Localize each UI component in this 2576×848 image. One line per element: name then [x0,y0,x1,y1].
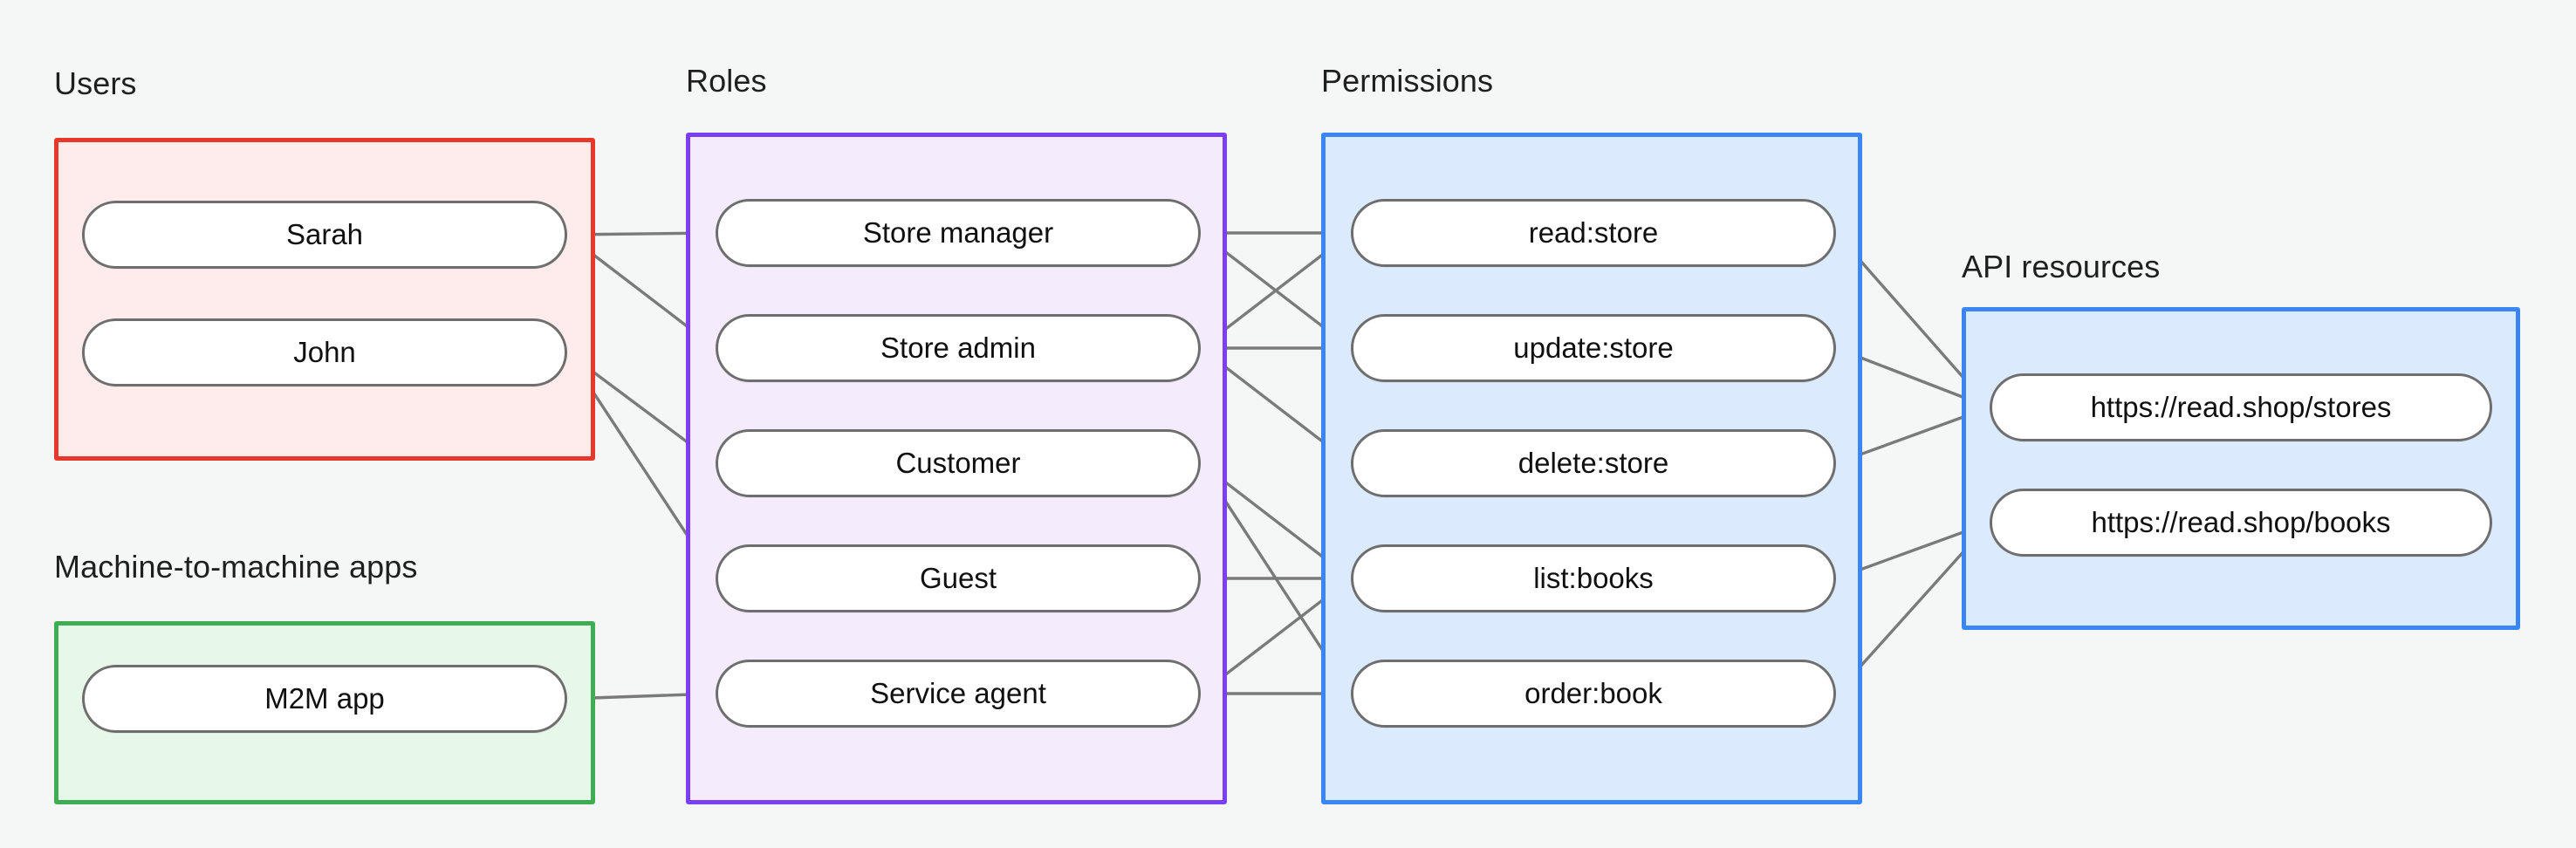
node-update-store[interactable]: update:store [1351,314,1836,382]
group-label-permissions: Permissions [1321,63,1494,99]
node-delete-store[interactable]: delete:store [1351,429,1836,497]
node-john[interactable]: John [82,318,567,386]
node-customer[interactable]: Customer [716,429,1201,497]
group-label-roles: Roles [686,63,767,99]
group-label-m2m-apps: Machine-to-machine apps [54,549,418,585]
node-list-books[interactable]: list:books [1351,544,1836,612]
node-store-admin[interactable]: Store admin [716,314,1201,382]
node-sarah[interactable]: Sarah [82,201,567,269]
group-box-api-resources [1962,307,2520,630]
node-guest[interactable]: Guest [716,544,1201,612]
group-box-users [54,138,595,461]
node-res-stores[interactable]: https://read.shop/stores [1990,373,2492,441]
node-read-store[interactable]: read:store [1351,199,1836,267]
group-label-api-resources: API resources [1962,249,2161,284]
node-res-books[interactable]: https://read.shop/books [1990,489,2492,557]
node-service-agent[interactable]: Service agent [716,660,1201,728]
node-store-manager[interactable]: Store manager [716,199,1201,267]
node-order-book[interactable]: order:book [1351,660,1836,728]
node-m2m-app[interactable]: M2M app [82,665,567,733]
group-label-users: Users [54,65,137,101]
